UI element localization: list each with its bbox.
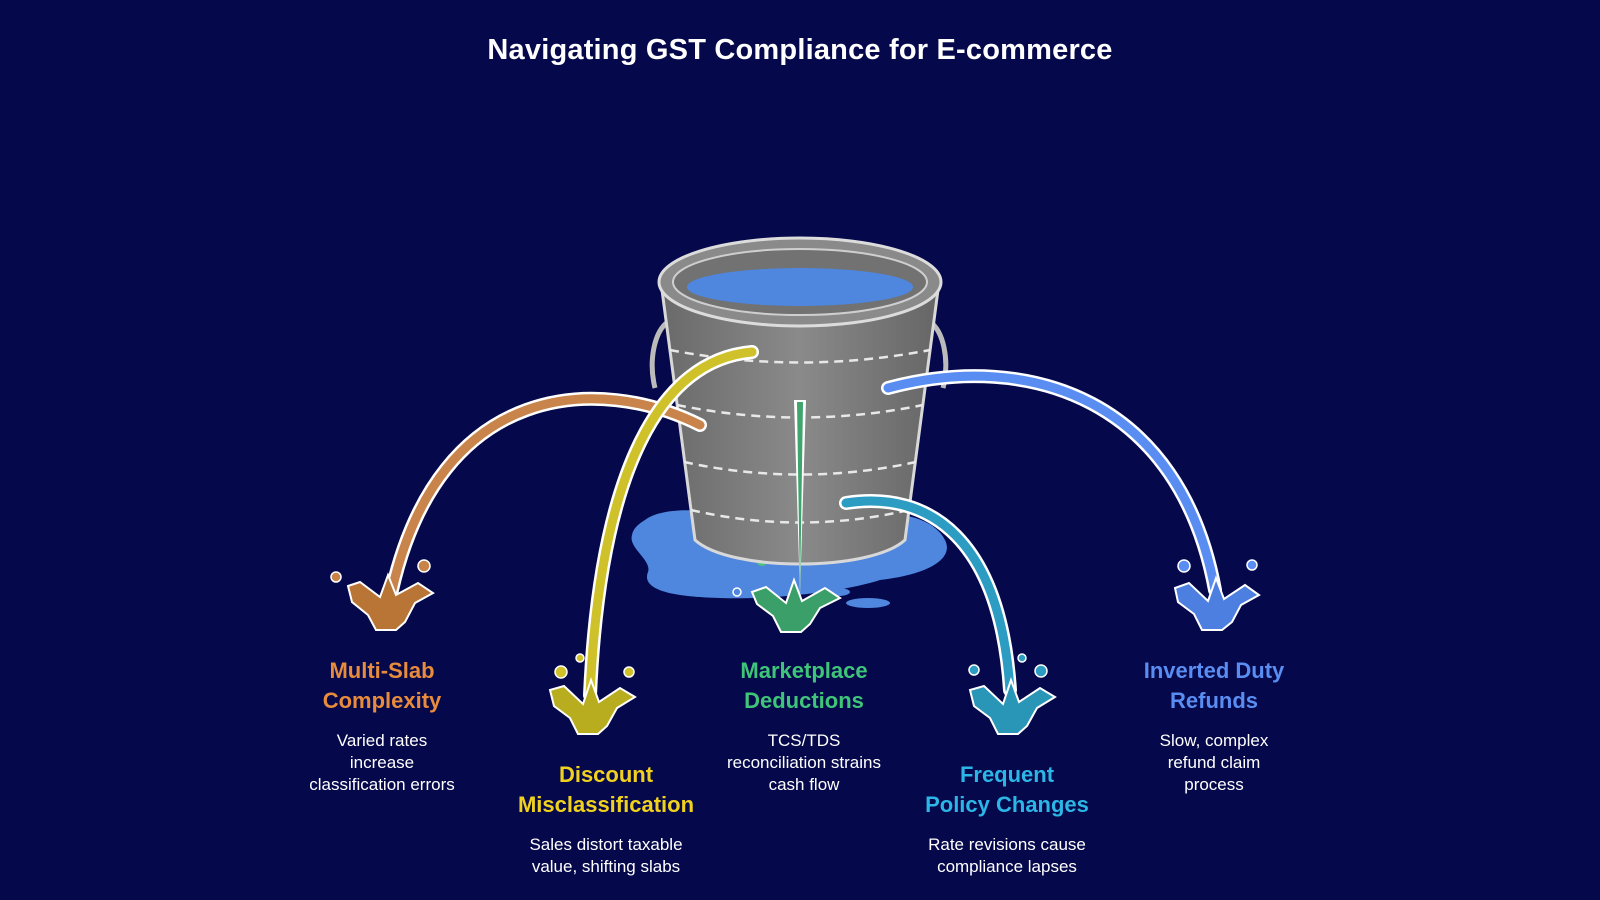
splash-inverted-duty: [1173, 559, 1261, 631]
item-description: Slow, complex refund claim process: [1159, 731, 1269, 794]
leak-stream-discount: [583, 345, 759, 702]
item-description: Varied rates increase classification err…: [309, 731, 455, 794]
leak-stream-inverted-duty: [881, 369, 1222, 597]
leak-stream-marketplace: [794, 400, 806, 595]
item-marketplace-deductions: Marketplace Deductions TCS/TDS reconcili…: [694, 656, 914, 796]
item-description: Sales distort taxable value, shifting sl…: [529, 835, 683, 876]
splash-policy-changes: [968, 653, 1057, 735]
item-title: Multi-Slab Complexity: [322, 658, 442, 713]
item-description: Rate revisions cause compliance lapses: [928, 835, 1086, 876]
item-title: Discount Misclassification: [517, 762, 695, 817]
item-title: Inverted Duty Refunds: [1143, 658, 1285, 713]
splash-discount: [548, 653, 637, 735]
item-multi-slab-complexity: Multi-Slab Complexity Varied rates incre…: [272, 656, 492, 796]
item-title: Marketplace Deductions: [740, 658, 868, 713]
item-description: TCS/TDS reconciliation strains cash flow: [726, 731, 881, 794]
item-title: Frequent Policy Changes: [925, 762, 1089, 817]
leak-stream-policy-changes: [839, 494, 1017, 697]
item-frequent-policy-changes: Frequent Policy Changes Rate revisions c…: [897, 760, 1117, 878]
diagram-title: Navigating GST Compliance for E-commerce: [487, 34, 1113, 66]
splash-multi-slab: [330, 559, 435, 631]
splash-marketplace: [732, 577, 842, 633]
item-inverted-duty-refunds: Inverted Duty Refunds Slow, complex refu…: [1104, 656, 1324, 796]
item-discount-misclassification: Discount Misclassification Sales distort…: [496, 760, 716, 878]
